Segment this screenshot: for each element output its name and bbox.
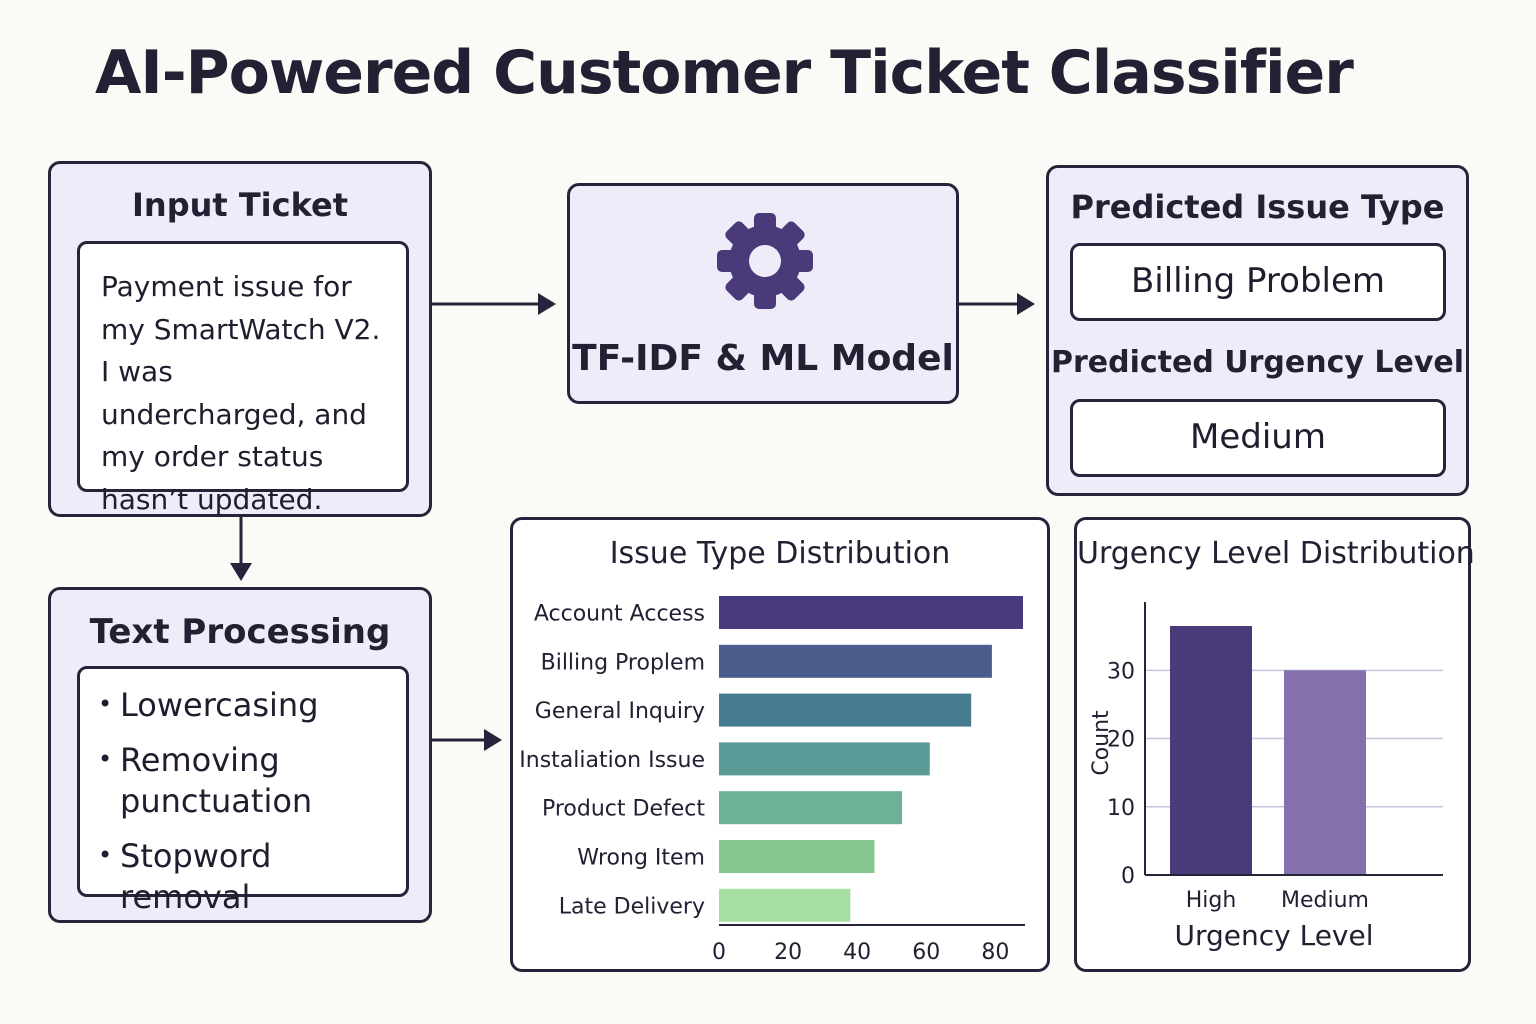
issue-x-tick-label: 40 (843, 940, 871, 965)
urgency-y-axis-label: Count (1089, 710, 1114, 776)
issue-bar (719, 791, 903, 825)
issue-category-label: Account Access (534, 602, 705, 627)
urgency-value-box: Medium (1070, 399, 1446, 477)
issue-bar (719, 888, 851, 922)
text-processing-steps-box: Lowercasing Removing punctuation Stopwor… (77, 666, 409, 916)
issue-bar (719, 644, 992, 678)
issue-x-tick-label: 20 (774, 940, 802, 965)
ticket-text-box[interactable]: Payment issue for my SmartWatch V2. I wa… (77, 241, 409, 516)
prediction-panel: Predicted Issue Type Billing Problem Pre… (1046, 165, 1469, 496)
page-title: AI-Powered Customer Ticket Classifier (95, 38, 1354, 108)
issue-category-label: Wrong Item (577, 846, 705, 871)
arrow-processing-to-chart (432, 729, 502, 751)
issue-x-tick-label: 60 (912, 940, 940, 965)
urgency-y-tick-label: 10 (1107, 796, 1135, 821)
text-processing-panel: Text Processing Lowercasing Removing pun… (48, 587, 432, 923)
processing-step-punctuation: Removing punctuation (98, 739, 406, 822)
issue-type-heading: Predicted Issue Type (1070, 188, 1445, 226)
issue-x-tick-label: 0 (712, 940, 726, 965)
issue-type-value-box: Billing Problem (1070, 243, 1446, 321)
urgency-chart-title: Urgency Level Distribution (1077, 536, 1475, 571)
processing-step-stopwords: Stopword removal (98, 835, 406, 918)
urgency-y-tick-label: 0 (1121, 864, 1135, 889)
urgency-category-label: Medium (1281, 888, 1369, 913)
input-ticket-heading: Input Ticket (132, 186, 348, 224)
urgency-y-tick-label: 20 (1107, 728, 1135, 753)
ticket-text: Payment issue for my SmartWatch V2. I wa… (101, 270, 381, 516)
input-ticket-panel: Input Ticket Payment issue for my SmartW… (48, 161, 432, 517)
urgency-value: Medium (1190, 417, 1326, 457)
text-processing-heading: Text Processing (89, 612, 391, 652)
urgency-heading: Predicted Urgency Level (1050, 345, 1465, 380)
processing-steps-list: Lowercasing Removing punctuation Stopwor… (80, 669, 406, 918)
issue-type-value: Billing Problem (1130, 261, 1386, 301)
issue-x-tick-label: 80 (981, 940, 1009, 965)
arrow-input-to-model (432, 293, 556, 315)
arrow-input-to-processing (230, 517, 252, 581)
issue-bar (719, 596, 1023, 629)
urgency-x-axis-label: Urgency Level (1174, 919, 1373, 952)
issue-category-label: Late Delivery (559, 894, 705, 919)
arrow-model-to-prediction (959, 293, 1035, 315)
model-panel: TF-IDF & ML Model (567, 183, 959, 404)
urgency-bar (1170, 626, 1252, 875)
urgency-category-label: High (1186, 888, 1237, 913)
gear-icon (717, 213, 813, 309)
issue-category-label: Product Defect (542, 797, 705, 822)
issue-bar (719, 693, 972, 727)
issue-bar (719, 840, 875, 873)
issue-category-label: General Inquiry (535, 699, 705, 724)
issue-category-label: Billing Proplem (541, 650, 705, 675)
issue-bar (719, 742, 930, 776)
urgency-y-tick-label: 30 (1107, 659, 1135, 684)
issue-chart-title: Issue Type Distribution (609, 536, 951, 571)
processing-step-lowercasing: Lowercasing (98, 684, 406, 726)
urgency-bar (1284, 670, 1366, 875)
issue-category-label: Instaliation Issue (519, 748, 705, 773)
model-label: TF-IDF & ML Model (572, 338, 954, 379)
